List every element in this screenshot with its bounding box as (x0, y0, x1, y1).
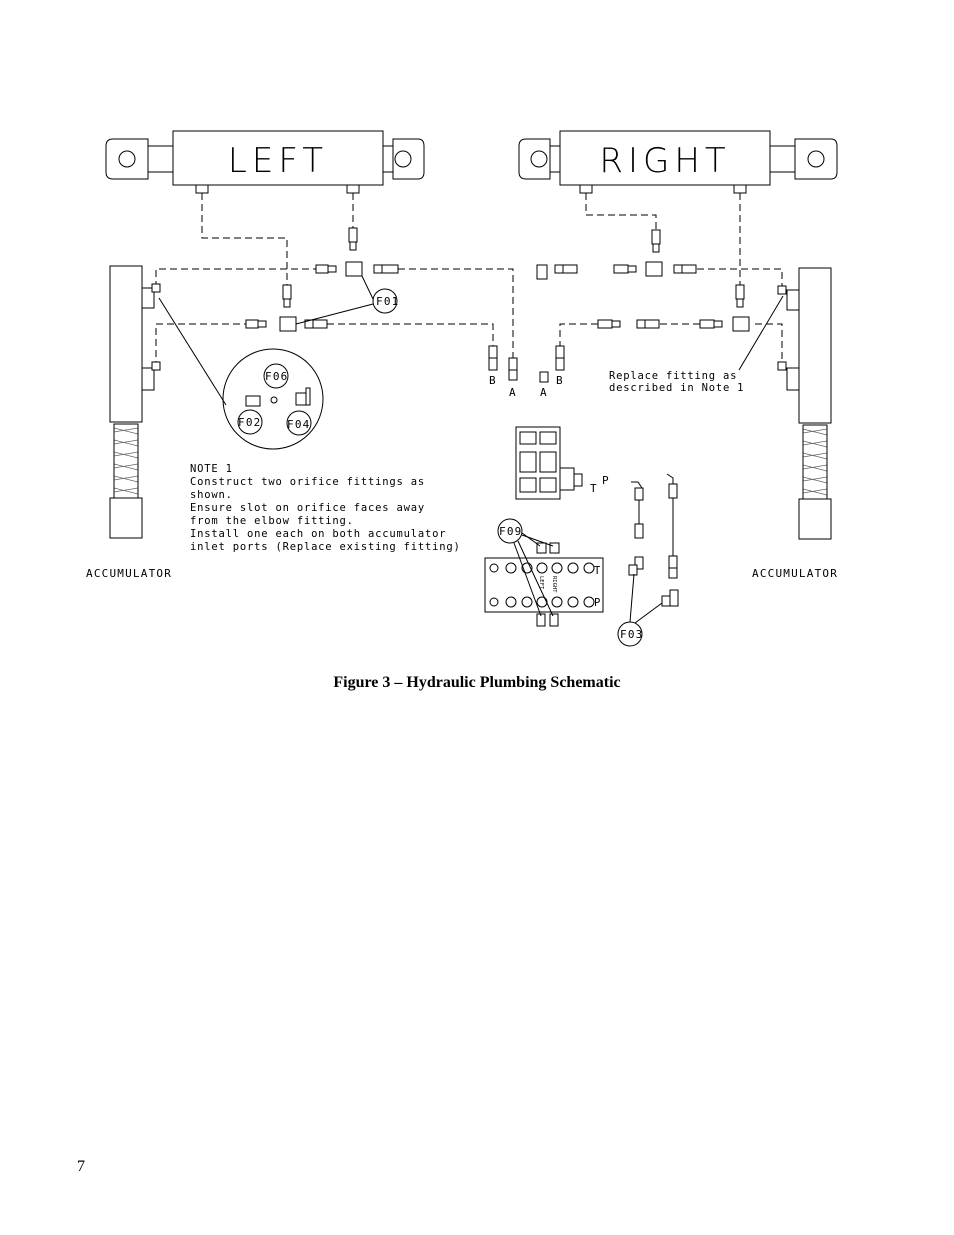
accumulator-right-label: ACCUMULATOR (752, 567, 838, 580)
right-cylinder: RIGHT (518, 130, 838, 194)
manifold-right-label: RIGHT (551, 576, 557, 593)
replace-note-line-1: Replace fitting as (609, 370, 737, 382)
valve-port-t: T (590, 482, 598, 495)
note-line-1: Construct two orifice fittings as (190, 476, 425, 488)
valve-block: T P (515, 426, 610, 500)
callout-f09-label: F09 (499, 525, 522, 538)
port-a-right: A (540, 386, 548, 399)
port-a-left: A (509, 386, 517, 399)
hose-lines (155, 193, 783, 368)
callout-f06-label: F06 (265, 370, 288, 383)
left-accumulator (109, 265, 155, 539)
note-line-2: shown. (190, 489, 233, 501)
callout-f04-label: F04 (287, 418, 310, 431)
note-1: NOTE 1 Construct two orifice fittings as… (190, 463, 461, 553)
orifice-detail: F06 F02 F04 (158, 297, 324, 450)
note-line-6: inlet ports (Replace existing fitting) (190, 541, 461, 553)
note-line-5: Install one each on both accumulator (190, 528, 446, 540)
callout-f03: F03 (617, 573, 663, 647)
callout-f03-label: F03 (620, 628, 643, 641)
figure-caption: Figure 3 – Hydraulic Plumbing Schematic (333, 674, 621, 691)
callout-f09: F09 (497, 518, 554, 617)
manifold: LEFT RIGHT T P (484, 542, 604, 627)
right-cylinder-label: RIGHT (599, 141, 730, 181)
port-b-right: B (556, 374, 564, 387)
manifold-port-p: P (594, 597, 601, 609)
manifold-port-t: T (594, 565, 601, 577)
callout-f01: F01 (295, 275, 399, 325)
left-cylinder-label: LEFT (228, 141, 328, 181)
replace-fitting-note: Replace fitting as described in Note 1 (609, 295, 784, 394)
right-accumulator (786, 267, 832, 540)
accumulator-left-label: ACCUMULATOR (86, 567, 172, 580)
left-cylinder: LEFT (105, 130, 425, 194)
manifold-left-label: LEFT (538, 576, 544, 590)
note-line-3: Ensure slot on orifice faces away (190, 502, 425, 514)
callout-f02-label: F02 (238, 416, 261, 429)
port-b-left: B (489, 374, 497, 387)
hydraulic-schematic: LEFT RIGHT (86, 130, 838, 647)
note-title: NOTE 1 (190, 463, 233, 475)
page-number: 7 (77, 1158, 85, 1175)
valve-port-p: P (602, 474, 610, 487)
callout-f01-label: F01 (376, 295, 399, 308)
replace-note-line-2: described in Note 1 (609, 382, 744, 394)
fittings (151, 227, 787, 383)
note-line-4: from the elbow fitting. (190, 515, 354, 527)
right-fitting-column (628, 473, 679, 607)
